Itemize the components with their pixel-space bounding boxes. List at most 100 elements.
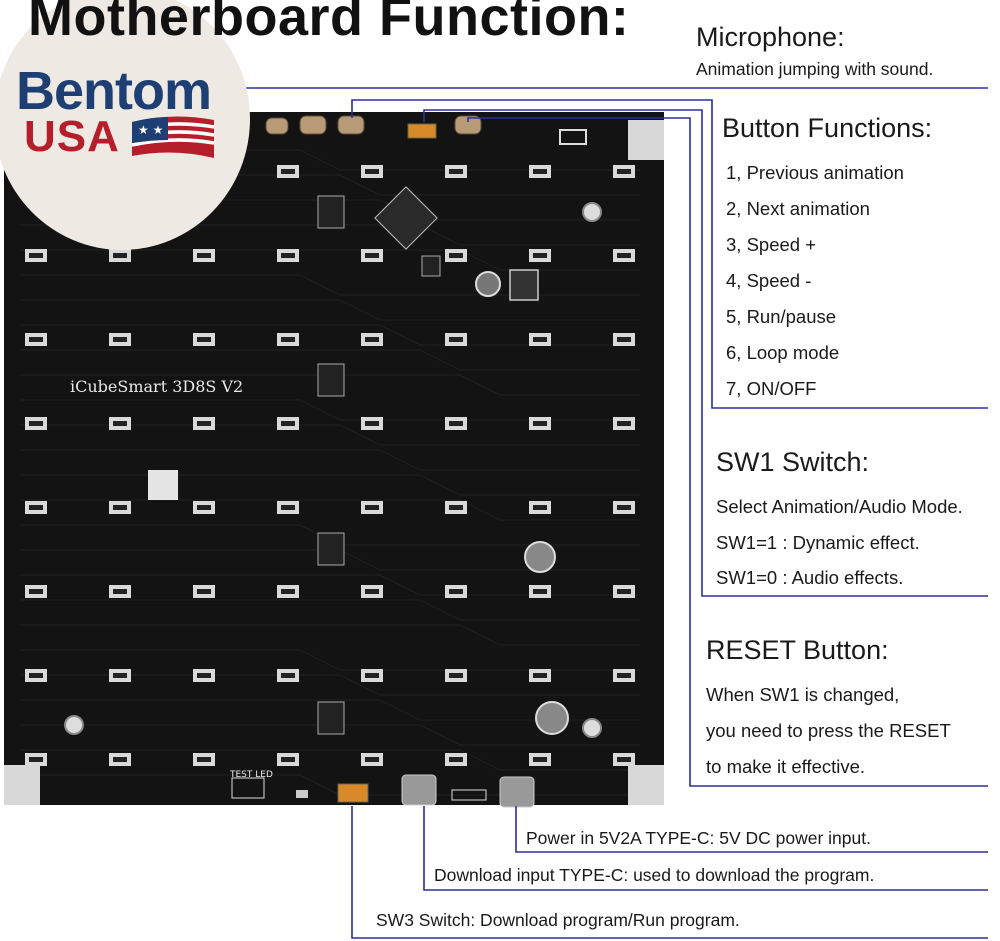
- pcb-trace: [20, 249, 640, 271]
- callout-sw3: [351, 806, 988, 939]
- bentom-usa-logo: Bentom USA ★ ★: [0, 0, 250, 250]
- callout-buttons: [351, 99, 988, 409]
- pcb-trace: [20, 224, 640, 246]
- button-item: 1, Previous animation: [726, 162, 904, 183]
- led-pad-hole: [365, 673, 379, 678]
- reset-line: you need to press the RESET: [706, 720, 951, 741]
- button-item: 4, Speed -: [726, 270, 812, 291]
- page-title: Motherboard Function:: [28, 0, 630, 47]
- top-buttons: [265, 115, 587, 145]
- led-pad-hole: [365, 505, 379, 510]
- pcb-trace: [20, 724, 640, 746]
- led-pad-hole: [533, 253, 547, 258]
- led-pad-grid: [25, 165, 635, 766]
- led-pad-hole: [29, 673, 43, 678]
- led-pad-hole: [617, 169, 631, 174]
- led-pad-hole: [281, 421, 295, 426]
- reset-line: When SW1 is changed,: [706, 684, 900, 705]
- pcb-trace: [20, 599, 640, 621]
- button-item: 6, Loop mode: [726, 342, 840, 363]
- led-pad-hole: [197, 589, 211, 594]
- led-pad-hole: [365, 757, 379, 762]
- pcb-trace: [20, 774, 640, 796]
- pcb-trace: [20, 424, 640, 446]
- led-pad-hole: [113, 421, 127, 426]
- pcb-trace: [20, 399, 640, 421]
- led-pad-hole: [281, 673, 295, 678]
- led-pad-hole: [29, 505, 43, 510]
- led-pad-hole: [533, 337, 547, 342]
- callout-download: [423, 806, 988, 891]
- led-pad-hole: [449, 253, 463, 258]
- led-pad-hole: [113, 673, 127, 678]
- led-pad-hole: [29, 421, 43, 426]
- led-pad-hole: [533, 421, 547, 426]
- led-pad-hole: [449, 589, 463, 594]
- led-pad-hole: [449, 337, 463, 342]
- corner-pad-tr: [628, 120, 664, 160]
- microphone-desc: Animation jumping with sound.: [696, 59, 934, 79]
- button-item: 2, Next animation: [726, 198, 870, 219]
- qr-code: [148, 470, 178, 500]
- pcb-trace: [20, 649, 640, 671]
- reset-line: to make it effective.: [706, 756, 866, 777]
- corner-pad-bl: [4, 765, 40, 805]
- sw1-line: Select Animation/Audio Mode.: [716, 496, 963, 517]
- svg-text:★ ★: ★ ★: [138, 123, 163, 137]
- pcb-trace: [20, 474, 640, 496]
- led-pad-hole: [365, 337, 379, 342]
- button-item: 3, Speed +: [726, 234, 817, 255]
- mcu-chip: [374, 186, 438, 250]
- callout-lines: [240, 87, 988, 939]
- led-pad-hole: [533, 589, 547, 594]
- led-pad-hole: [617, 337, 631, 342]
- led-pad-hole: [449, 169, 463, 174]
- driver-ics: [317, 195, 441, 735]
- led-pad-hole: [449, 421, 463, 426]
- logo-word-usa: USA: [24, 112, 120, 161]
- led-pad-hole: [113, 337, 127, 342]
- power-port-desc: Power in 5V2A TYPE-C: 5V DC power input.: [526, 828, 871, 848]
- button-item: 5, Run/pause: [726, 306, 837, 327]
- led-pad-hole: [113, 757, 127, 762]
- led-pad-hole: [281, 757, 295, 762]
- pcb-trace: [20, 499, 640, 521]
- led-pad-hole: [365, 253, 379, 258]
- button-item: 7, ON/OFF: [726, 378, 817, 399]
- led-pad-hole: [617, 505, 631, 510]
- board-model-label: iCubeSmart 3D8S V2: [70, 377, 244, 396]
- mount-hole: [582, 202, 602, 222]
- led-pad-hole: [113, 589, 127, 594]
- capacitors: [475, 269, 569, 735]
- logo-word-bentom: Bentom: [16, 61, 212, 121]
- pcb-trace: [20, 624, 640, 646]
- led-pad-hole: [281, 589, 295, 594]
- pcb-trace: [20, 374, 640, 396]
- led-pad-hole: [617, 589, 631, 594]
- mount-hole: [64, 715, 84, 735]
- led-pad-hole: [197, 253, 211, 258]
- led-pad-hole: [617, 253, 631, 258]
- button-functions-heading: Button Functions:: [722, 113, 933, 143]
- pcb-trace: [20, 699, 640, 721]
- led-pad-hole: [281, 337, 295, 342]
- microphone-heading: Microphone:: [696, 22, 845, 52]
- led-pad-hole: [281, 169, 295, 174]
- pcb-trace: [20, 449, 640, 471]
- sw3-switch-desc: SW3 Switch: Download program/Run program…: [376, 910, 740, 930]
- led-pad-hole: [197, 757, 211, 762]
- led-pad-hole: [617, 757, 631, 762]
- led-pad-hole: [533, 169, 547, 174]
- led-pad-hole: [617, 421, 631, 426]
- led-pad-hole: [365, 589, 379, 594]
- test-led-label: TEST LED: [230, 770, 273, 780]
- download-port-desc: Download input TYPE-C: used to download …: [434, 865, 875, 885]
- led-pad-hole: [533, 673, 547, 678]
- callout-sw1: [423, 109, 988, 597]
- callout-power: [515, 806, 988, 853]
- led-pad-hole: [29, 757, 43, 762]
- led-pad-hole: [197, 337, 211, 342]
- led-pad-hole: [197, 673, 211, 678]
